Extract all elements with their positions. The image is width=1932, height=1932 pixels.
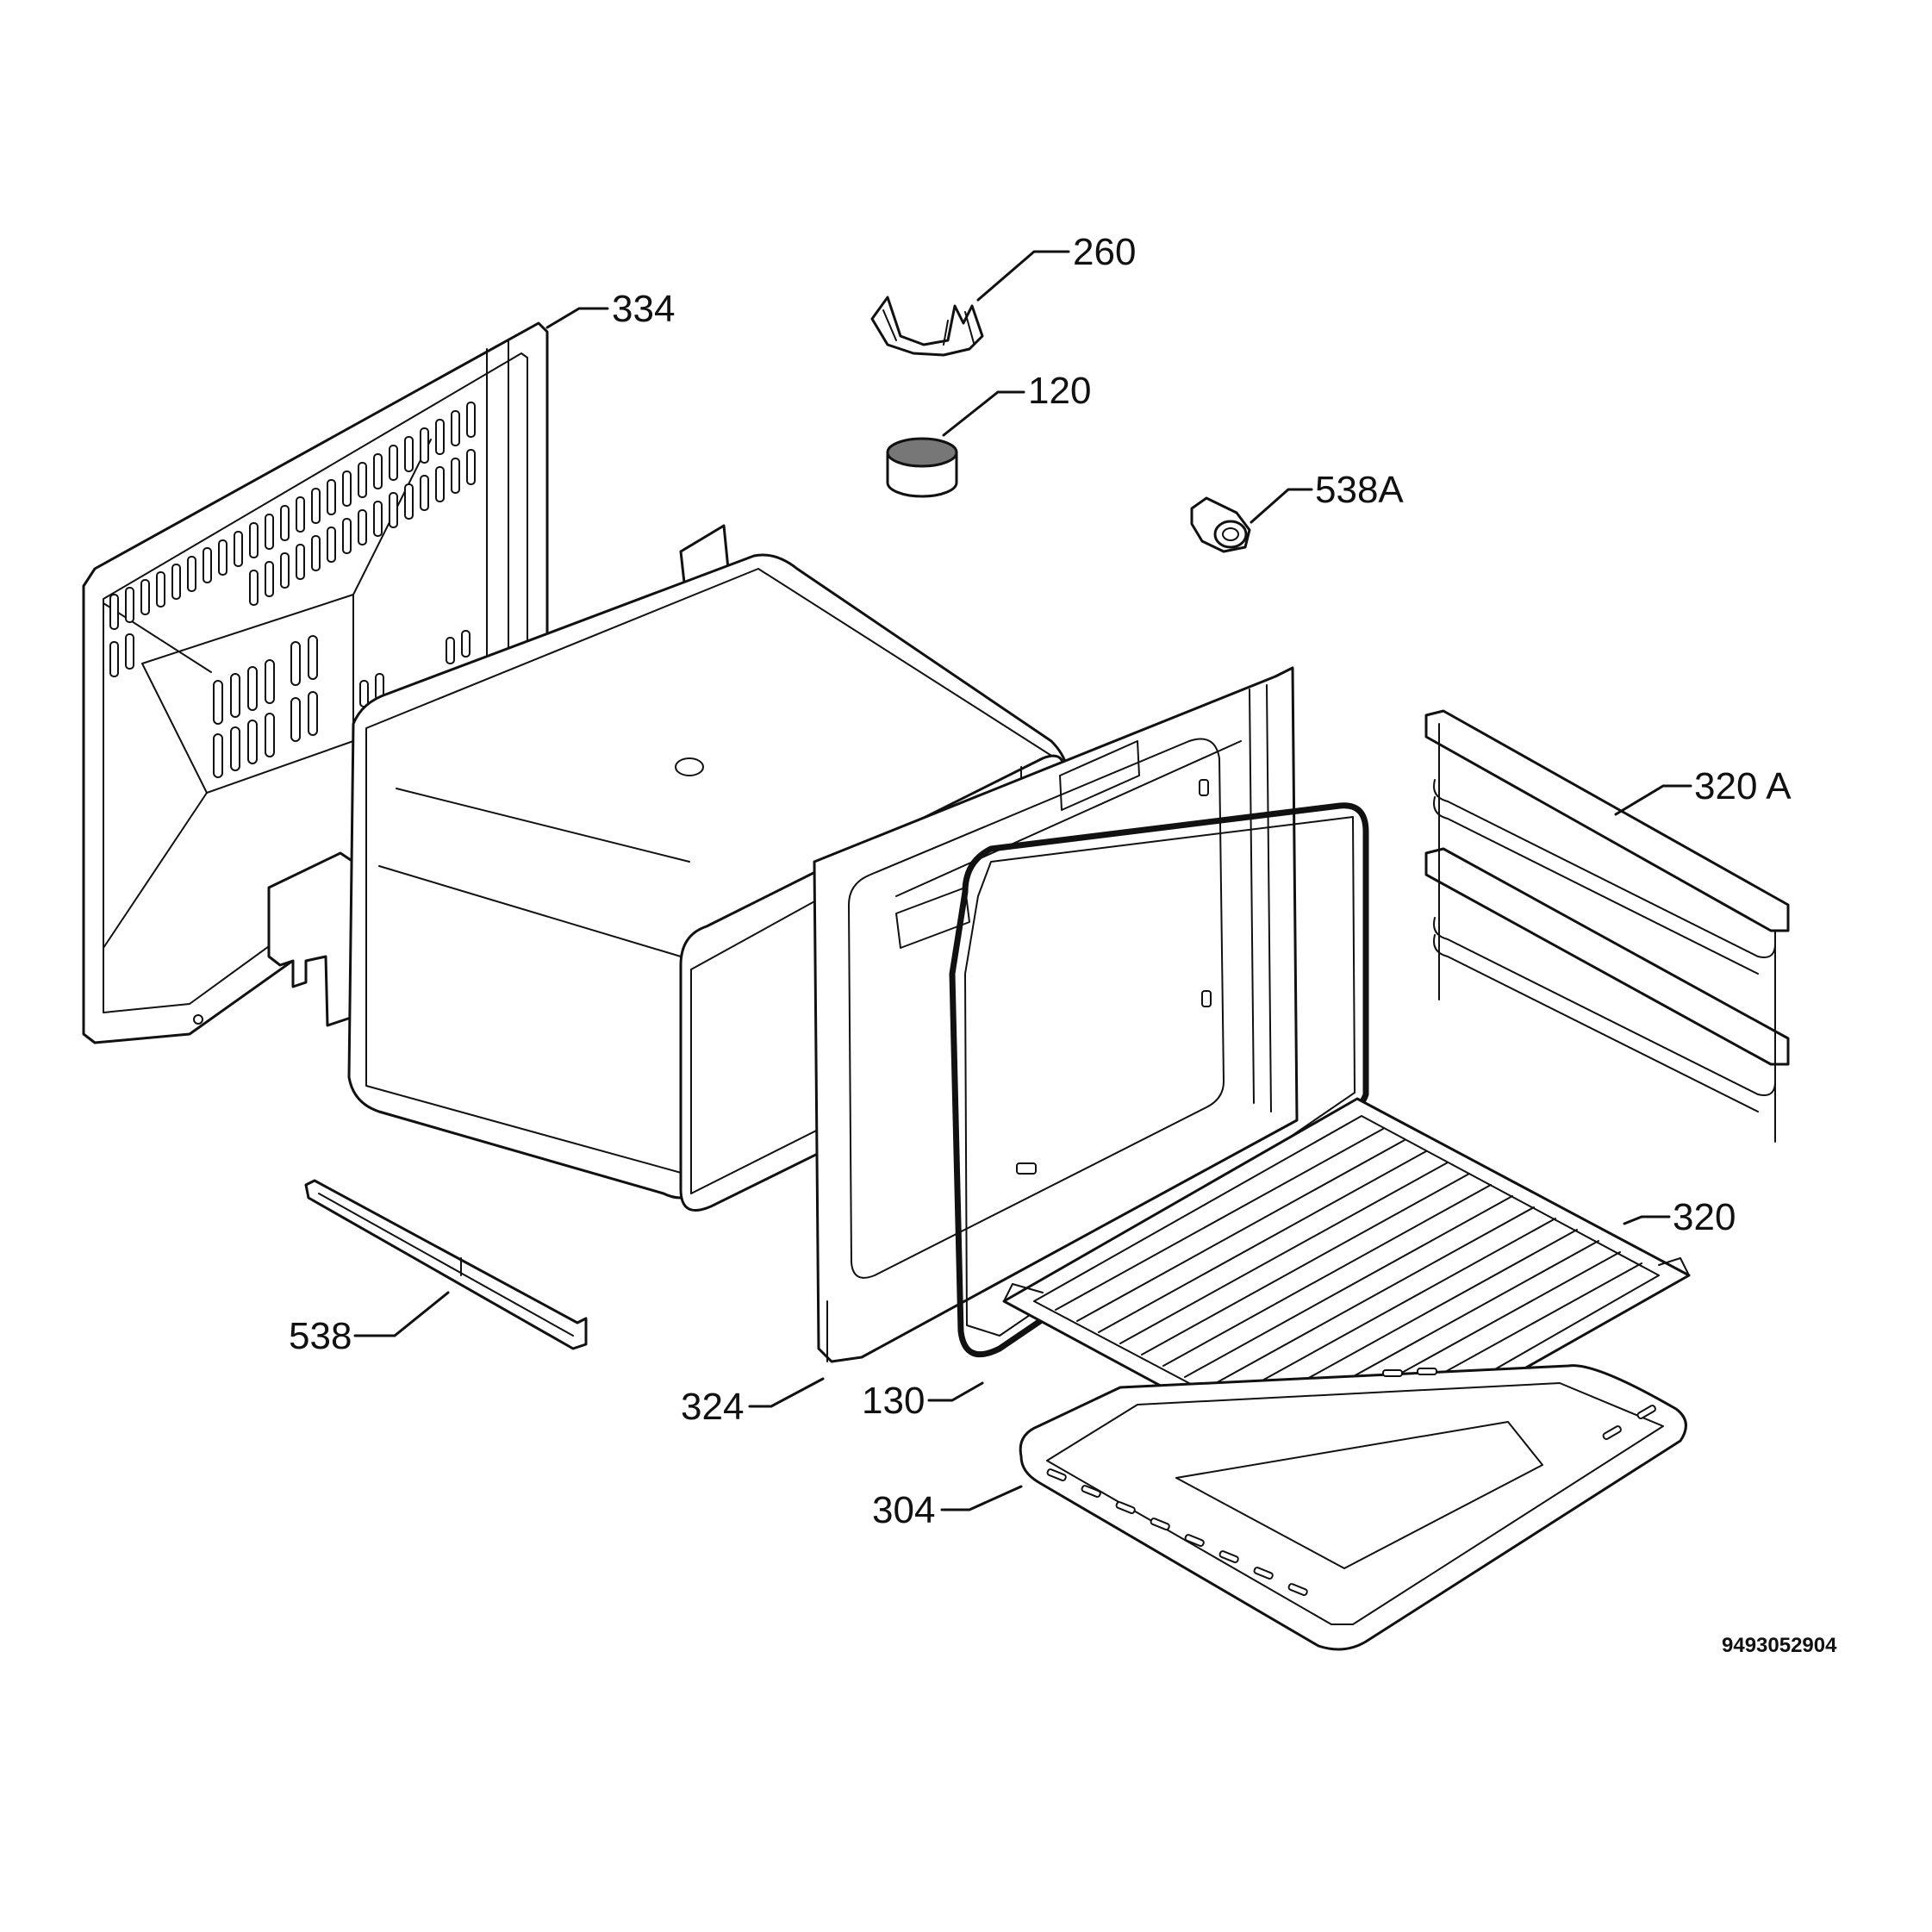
- part-538-rail: [304, 1179, 588, 1350]
- tray-slots: [1046, 1368, 1656, 1596]
- leader-lines: [353, 250, 1692, 1511]
- callout-260: 260: [1073, 231, 1136, 273]
- callout-120: 120: [1028, 370, 1091, 412]
- part-320-wire-shelf: [1002, 1097, 1691, 1480]
- part-320a-side-runners: [1424, 709, 1790, 1143]
- callout-538: 538: [289, 1315, 352, 1357]
- callout-334: 334: [612, 288, 675, 330]
- part-260-spring-clip: [870, 296, 984, 357]
- callout-324: 324: [681, 1386, 744, 1428]
- shelf-wires: [1055, 1128, 1642, 1445]
- document-number: 9493052904: [1722, 1634, 1837, 1657]
- part-324-front-frame: [813, 666, 1299, 1363]
- part-304-baking-tray: [1019, 1364, 1687, 1651]
- callout-130: 130: [862, 1380, 925, 1422]
- part-334-rear-panel: [82, 321, 549, 1044]
- callout-538a: 538A: [1315, 469, 1404, 511]
- callout-labels: 260 334 120 538A 320 A 320 538 324 130 3…: [289, 231, 1837, 1657]
- part-538a-lamp-holder: [1190, 496, 1251, 553]
- part-120-filter: [886, 437, 958, 498]
- callout-304: 304: [872, 1489, 935, 1531]
- callout-320: 320: [1673, 1196, 1736, 1238]
- vent-slots: [109, 402, 476, 778]
- callout-320a: 320 A: [1694, 765, 1792, 807]
